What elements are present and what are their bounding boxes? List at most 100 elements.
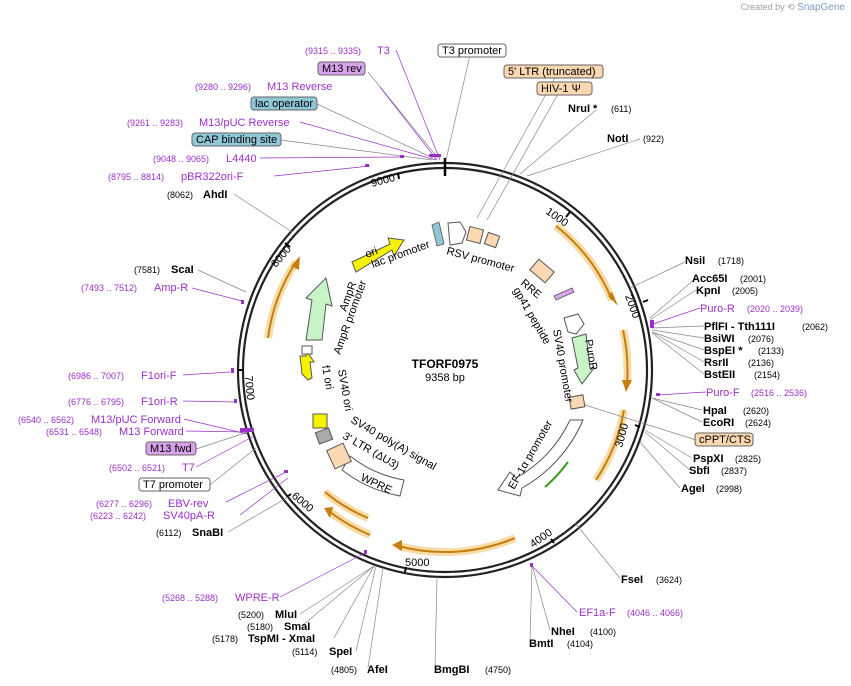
puror-feature — [571, 333, 595, 385]
enzyme-scai-pos: (7581) — [134, 265, 160, 275]
primer-m13-forward-pos: (6531 .. 6548) — [46, 427, 102, 437]
enzyme-kpni: KpnI — [696, 285, 720, 297]
box-t3-promoter — [437, 43, 507, 58]
primer-t3-pos: (9315 .. 9335) — [305, 46, 361, 56]
primer-puro-r: Puro-R — [700, 303, 735, 315]
box-m13-rev-text: M13 rev — [322, 63, 362, 75]
orf-arc-1-head — [608, 292, 618, 306]
feature-label-rsv-promoter: RSV promoter — [445, 245, 516, 275]
enzyme-bmgbi: BmgBI — [434, 664, 469, 676]
enzyme-nhei-pos: (4100) — [590, 627, 616, 637]
enzyme-snabi: SnaBI — [192, 527, 223, 539]
ampr-feature — [305, 276, 333, 341]
primer-m13-forward: M13 Forward — [119, 426, 184, 438]
enzyme-acc65i-pos: (2001) — [740, 274, 766, 284]
orf-arc-4 — [397, 537, 516, 554]
ampr-promoter-feature — [301, 345, 313, 355]
orf-arc-3 — [595, 409, 625, 481]
enzyme-hpai: HpaI — [703, 405, 727, 417]
box-m13-fwd — [145, 441, 197, 456]
primer-puro-f-pos: (2516 .. 2536) — [751, 388, 807, 398]
primer-ebv-rev: EBV-rev — [168, 498, 209, 510]
orf-arc-2-head — [622, 380, 632, 392]
primer-m13puc-forward: M13/pUC Forward — [91, 414, 181, 426]
box-cap-binding-site — [191, 132, 282, 147]
enzyme-noti: NotI — [607, 133, 628, 145]
cppt-feature — [568, 394, 586, 410]
wpre-feature — [341, 455, 405, 497]
snapgene-logo-icon: ⟲ — [787, 2, 795, 12]
enzyme-bsiwi-pos: (2076) — [748, 334, 774, 344]
sv40-ori-feature — [312, 413, 328, 429]
primer-t3: T3 — [377, 45, 390, 57]
primer-ampr: Amp-R — [154, 282, 188, 294]
primer-f1ori-r-pos: (6776 .. 6795) — [68, 397, 124, 407]
enzyme-bmti-pos: (4104) — [567, 639, 593, 649]
feature-label-ori: ori — [364, 245, 380, 261]
primer-t7: T7 — [182, 462, 195, 474]
enzyme-pspxi-pos: (2825) — [735, 454, 761, 464]
box-cppt — [694, 432, 754, 447]
enzyme-bspei: BspEI * — [704, 345, 743, 357]
primer-pbr322ori: pBR322ori-F — [181, 171, 244, 183]
enzyme-afei-pos: (4805) — [331, 665, 357, 675]
enzyme-smai-pos: (5180) — [247, 622, 273, 632]
primer-labels: (9315 .. 9335) T3 (9280 .. 9296) M13 Rev… — [18, 45, 807, 619]
primer-l4440-pos: (9048 .. 9065) — [153, 154, 209, 164]
feature-label-puror: PuroR — [582, 338, 599, 371]
enzyme-tspmi: TspMI - XmaI — [248, 633, 315, 645]
enzyme-pflfi-pos: (2062) — [802, 322, 828, 332]
box-cap-binding-site-text: CAP binding site — [196, 134, 277, 146]
inner-features — [299, 221, 595, 497]
enzyme-rsrii: RsrII — [704, 357, 728, 369]
enzyme-agei: AgeI — [681, 483, 705, 495]
enzyme-sbfi-pos: (2837) — [721, 466, 747, 476]
enzyme-ecori-pos: (2624) — [745, 418, 771, 428]
connector-lines — [182, 49, 707, 669]
orf-arc-1 — [555, 225, 613, 301]
box-t3-promoter-text: T3 promoter — [442, 45, 502, 57]
orf-arc-4-head — [392, 540, 402, 551]
psi-box-feature — [483, 231, 501, 249]
3ltr-feature — [325, 442, 353, 470]
box-t7-promoter — [138, 477, 211, 492]
enzyme-mlui-pos: (5200) — [238, 610, 264, 620]
enzyme-nsii-pos: (1718) — [718, 256, 744, 266]
ori-feature — [351, 237, 405, 273]
enzyme-rsrii-pos: (2136) — [748, 358, 774, 368]
primer-sv40pa-r: SV40pA-R — [163, 510, 215, 522]
enzyme-nrui: NruI * — [568, 103, 598, 115]
enzyme-bspei-pos: (2133) — [758, 346, 784, 356]
primer-ef1a-f: EF1a-F — [579, 607, 616, 619]
box-hiv1-psi-text: HIV-1 Ψ — [541, 83, 581, 95]
enzyme-agei-pos: (2998) — [716, 484, 742, 494]
orf-arc-6 — [324, 491, 369, 519]
enzyme-scai: ScaI — [171, 264, 194, 276]
enzyme-hpai-pos: (2620) — [743, 406, 769, 416]
box-m13-rev — [317, 61, 366, 76]
enzyme-sbfi: SbfI — [689, 465, 710, 477]
primer-site-marks — [231, 154, 660, 567]
primer-m13-reverse-pos: (9280 .. 9296) — [195, 82, 251, 92]
plasmid-size: 9358 bp — [425, 372, 465, 384]
primer-ef1a-f-pos: (4046 .. 4066) — [627, 608, 683, 618]
lac-operator-feature — [431, 221, 445, 247]
enzyme-bmgbi-pos: (4750) — [485, 665, 511, 675]
primer-l4440: L4440 — [226, 153, 257, 165]
ef1a-promoter-feature — [497, 419, 584, 497]
primer-pbr322ori-pos: (8795 .. 8814) — [108, 172, 164, 182]
boxed-labels: T3 promoter M13 rev lac operator CAP bin… — [138, 43, 754, 492]
feature-label-sv40-ori: SV40 ori — [335, 368, 354, 412]
rre-feature — [529, 258, 555, 284]
enzyme-labels: NruI * (611) NotI (922) NsiI (1718) Acc6… — [134, 103, 828, 676]
box-hiv1-psi — [536, 81, 593, 96]
enzyme-bmti: BmtI — [529, 638, 553, 650]
enzyme-spei: SpeI — [329, 646, 352, 658]
box-cppt-text: cPPT/CTS — [699, 434, 751, 446]
primer-f1ori-f-pos: (6986 .. 7007) — [68, 371, 124, 381]
box-m13-fwd-text: M13 fwd — [150, 443, 192, 455]
box-lac-operator — [250, 96, 318, 111]
primer-puro-r-pos: (2020 .. 2039) — [747, 304, 803, 314]
box-t7-promoter-text: T7 promoter — [143, 479, 203, 491]
